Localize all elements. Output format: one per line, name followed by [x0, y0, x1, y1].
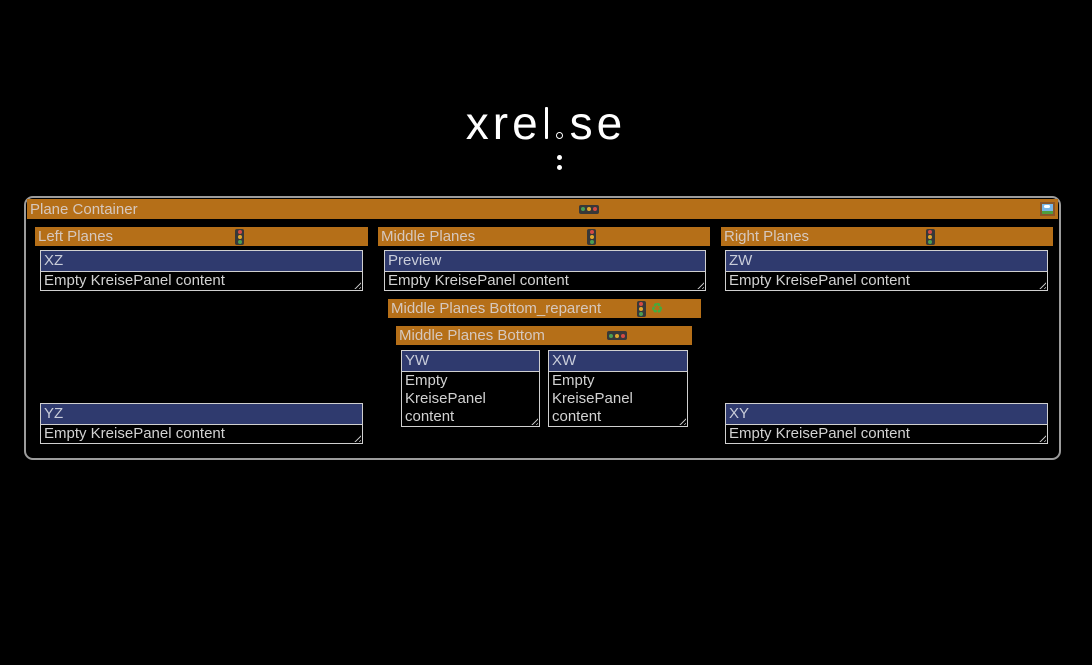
- panel-preview-header[interactable]: Preview: [385, 251, 705, 272]
- recycle-icon[interactable]: ♻: [650, 300, 664, 317]
- resize-grip-icon[interactable]: [1037, 433, 1046, 442]
- middle-planes-bottom-title: Middle Planes Bottom: [399, 327, 545, 344]
- panel-yz: YZ Empty KreisePanel content: [40, 403, 363, 444]
- panel-xy-content[interactable]: Empty KreisePanel content: [726, 425, 1047, 443]
- logo-i-stem: [544, 107, 548, 139]
- panel-xw-text: Empty KreisePanel content: [552, 372, 633, 425]
- right-planes-title: Right Planes: [724, 228, 810, 245]
- panel-yz-content[interactable]: Empty KreisePanel content: [41, 425, 362, 443]
- resize-grip-icon[interactable]: [352, 433, 361, 442]
- panel-xz: XZ Empty KreisePanel content: [40, 250, 363, 291]
- resize-grip-icon[interactable]: [529, 416, 538, 425]
- plane-container-titlebar[interactable]: Plane Container: [27, 199, 1058, 219]
- middle-planes-title: Middle Planes: [381, 228, 476, 245]
- image-icon[interactable]: [1040, 202, 1055, 216]
- right-planes-titlebar[interactable]: Right Planes: [721, 227, 1053, 246]
- panel-yw-header[interactable]: YW: [402, 351, 539, 372]
- resize-grip-icon[interactable]: [677, 416, 686, 425]
- middle-planes-bottom-titlebar[interactable]: Middle Planes Bottom: [396, 326, 692, 345]
- plane-container-window: Plane Container Left Planes Middle Plane…: [24, 196, 1061, 460]
- panel-zw: ZW Empty KreisePanel content: [725, 250, 1048, 291]
- left-planes-title: Left Planes: [38, 228, 114, 245]
- traffic-light-horizontal-icon[interactable]: [607, 331, 628, 340]
- middle-planes-bottom-reparent-titlebar[interactable]: Middle Planes Bottom_reparent ♻: [388, 299, 701, 318]
- panel-zw-text: Empty KreisePanel content: [729, 272, 910, 289]
- logo-colon-dot: [556, 165, 562, 170]
- middle-planes-titlebar[interactable]: Middle Planes: [378, 227, 710, 246]
- middle-planes-bottom-reparent-title: Middle Planes Bottom_reparent: [391, 300, 602, 317]
- logo-ring-colon: [555, 132, 563, 170]
- panel-xz-text: Empty KreisePanel content: [44, 272, 225, 289]
- panel-preview-text: Empty KreisePanel content: [388, 272, 569, 289]
- left-planes-titlebar[interactable]: Left Planes: [35, 227, 368, 246]
- panel-yw: YW Empty KreisePanel content: [401, 350, 540, 427]
- traffic-light-vertical-icon[interactable]: [235, 228, 245, 245]
- panel-zw-content[interactable]: Empty KreisePanel content: [726, 272, 1047, 290]
- resize-grip-icon[interactable]: [1037, 280, 1046, 289]
- panel-xz-content[interactable]: Empty KreisePanel content: [41, 272, 362, 290]
- panel-yw-content[interactable]: Empty KreisePanel content: [402, 372, 539, 426]
- cloud-icon: [1044, 205, 1050, 208]
- logo-text-left: xre: [465, 97, 542, 149]
- traffic-light-horizontal-icon[interactable]: [578, 204, 599, 214]
- panel-yz-header[interactable]: YZ: [41, 404, 362, 425]
- plane-container-title: Plane Container: [30, 200, 138, 218]
- panel-zw-header[interactable]: ZW: [726, 251, 1047, 272]
- logo-colon-dot: [556, 154, 562, 160]
- traffic-light-vertical-icon[interactable]: [925, 228, 935, 245]
- panel-xw-header[interactable]: XW: [549, 351, 687, 372]
- panel-preview-content[interactable]: Empty KreisePanel content: [385, 272, 705, 290]
- panel-xw-content[interactable]: Empty KreisePanel content: [549, 372, 687, 426]
- logo-text-right: se: [569, 97, 627, 149]
- traffic-light-vertical-icon[interactable]: [587, 228, 597, 245]
- panel-xw: XW Empty KreisePanel content: [548, 350, 688, 427]
- panel-xz-header[interactable]: XZ: [41, 251, 362, 272]
- panel-yz-text: Empty KreisePanel content: [44, 425, 225, 442]
- panel-preview: Preview Empty KreisePanel content: [384, 250, 706, 291]
- panel-xy-text: Empty KreisePanel content: [729, 425, 910, 442]
- resize-grip-icon[interactable]: [695, 280, 704, 289]
- panel-xy: XY Empty KreisePanel content: [725, 403, 1048, 444]
- resize-grip-icon[interactable]: [352, 280, 361, 289]
- panel-yw-text: Empty KreisePanel content: [405, 372, 486, 425]
- panel-xy-header[interactable]: XY: [726, 404, 1047, 425]
- logo-ring-icon: [555, 132, 563, 139]
- traffic-light-vertical-icon[interactable]: [636, 300, 646, 317]
